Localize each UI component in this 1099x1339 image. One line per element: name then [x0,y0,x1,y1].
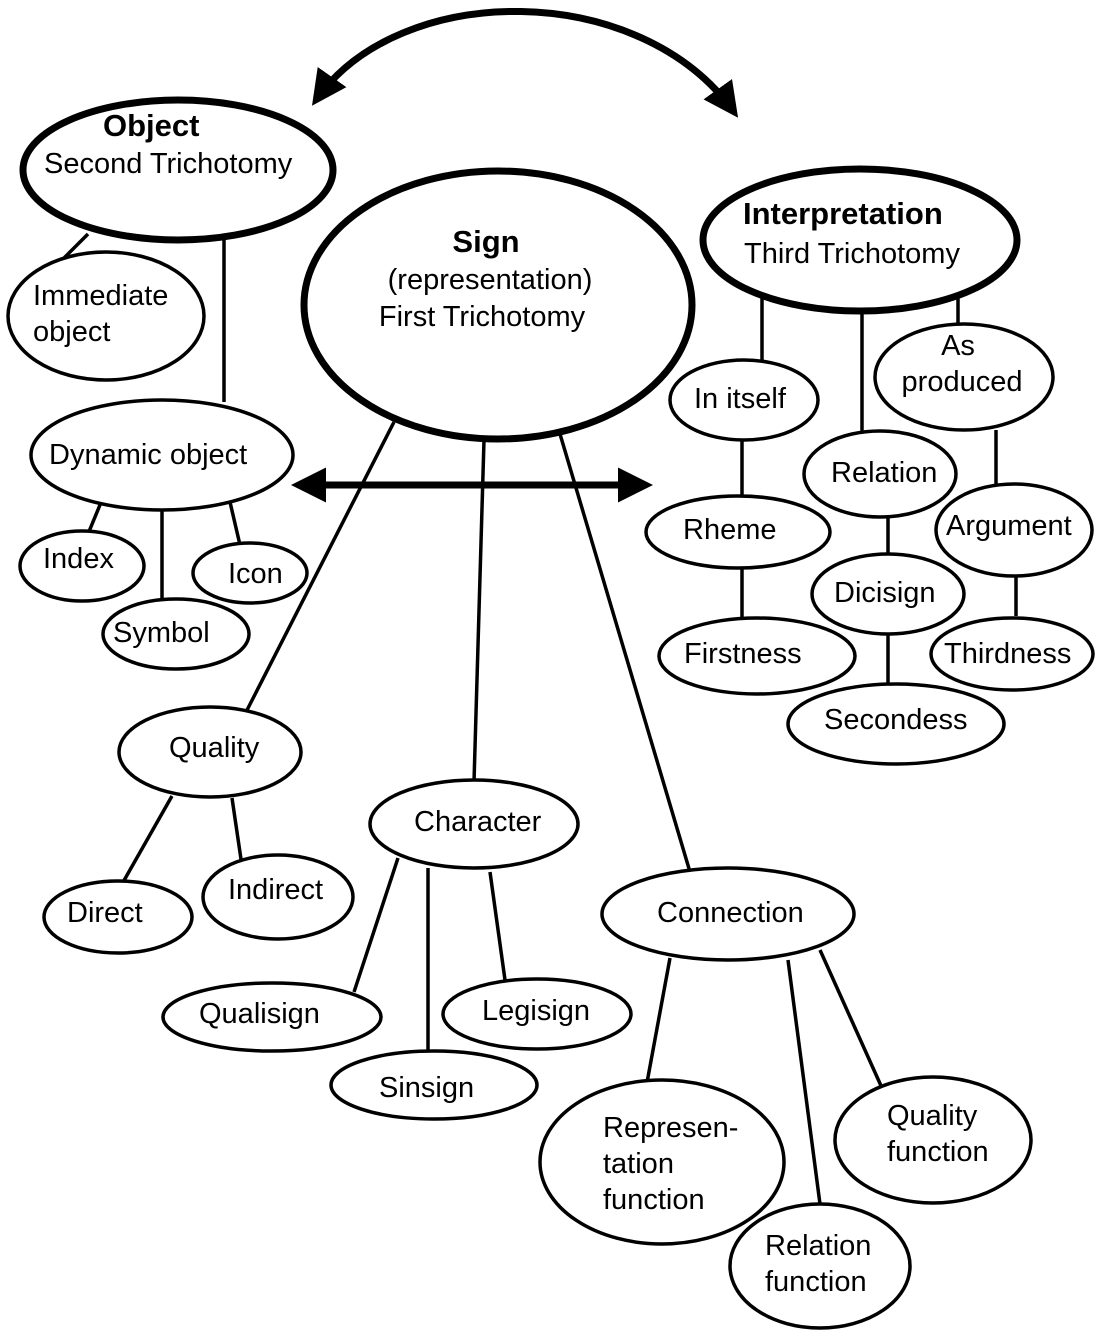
arrows [291,8,739,503]
node-symbol [101,597,251,671]
node-connection [600,866,856,962]
argument-label: Argument [946,510,1072,542]
node-relation-function [728,1202,912,1330]
node-direct [42,879,194,955]
node-sign [300,167,696,443]
edge-connection-representation [644,957,672,1089]
edge-dynamic-index [86,499,104,535]
edge-character-qualisign [352,857,400,993]
edge-character-legisign [488,871,507,981]
in-itself-label: In itself [694,383,786,415]
node-dicisign [810,552,966,636]
dynamic-object-label: Dynamic object [49,439,248,471]
relation-label: Relation [831,457,938,489]
node-index [18,529,146,603]
sign-title: Sign [452,224,520,259]
edge-quality-indirect [230,797,244,867]
legisign-label: Legisign [482,995,591,1027]
node-dynamic-object [29,398,295,512]
interpretation-title: Interpretation [743,196,943,231]
firstness-label: Firstness [684,638,802,670]
quality-function-line2: function [887,1136,989,1168]
object-subtitle: Second Trichotomy [44,148,293,180]
quality-label: Quality [169,732,260,764]
immediate-object-line2: object [33,316,111,348]
sinsign-label: Sinsign [379,1072,475,1104]
node-as-produced [873,322,1055,432]
edge-dynamic-icon [228,501,242,546]
node-quality-function [833,1075,1033,1205]
node-secondess [786,682,1006,766]
node-rheme [644,494,832,570]
symbol-label: Symbol [113,617,210,649]
edge-sign-character [472,439,486,783]
edge-connection-qualityfn [818,949,884,1089]
dicisign-label: Dicisign [834,577,936,609]
rheme-label: Rheme [683,514,777,546]
thirdness-label: Thirdness [944,638,1072,670]
node-firstness [657,616,857,696]
quality-function-line1: Quality [887,1100,978,1132]
representation-function-line2: tation [603,1148,674,1180]
object-title: Object [103,108,200,143]
sign-line1: (representation) [387,264,593,296]
node-representation-function [538,1078,786,1246]
connection-label: Connection [657,897,804,929]
secondess-label: Secondess [824,704,968,736]
node-icon [191,541,309,605]
node-in-itself [668,358,820,442]
node-character [368,778,580,870]
node-sinsign [329,1049,539,1121]
node-thirdness [929,616,1095,692]
icon-label: Icon [228,558,283,590]
nodes [6,96,1095,1330]
node-argument [934,482,1094,578]
interpretation-subtitle: Third Trichotomy [744,238,960,270]
node-legisign [441,977,633,1051]
node-quality [117,705,303,799]
character-label: Character [414,806,542,838]
representation-function-line1: Represen- [603,1112,739,1144]
edge-sign-connection [558,433,692,873]
edge-quality-direct [120,795,174,885]
direct-label: Direct [67,897,143,929]
qualisign-label: Qualisign [199,998,320,1030]
as-produced-line1: As [941,330,975,362]
node-qualisign [161,981,383,1053]
node-object [19,96,337,244]
sign-line2: First Trichotomy [378,301,586,333]
node-interpretation [699,165,1021,315]
as-produced-line2: produced [901,366,1023,398]
curved-arrow-object-interpretation [311,8,739,118]
node-immediate-object [6,250,206,382]
index-label: Index [43,543,114,575]
relation-function-line2: function [765,1266,867,1298]
representation-function-line3: function [603,1184,705,1216]
indirect-label: Indirect [228,874,324,906]
edge-connection-relationfn [786,959,822,1205]
relation-function-line1: Relation [765,1230,872,1262]
node-indirect [201,853,355,941]
immediate-object-line1: Immediate [33,280,169,312]
node-relation [802,429,958,519]
